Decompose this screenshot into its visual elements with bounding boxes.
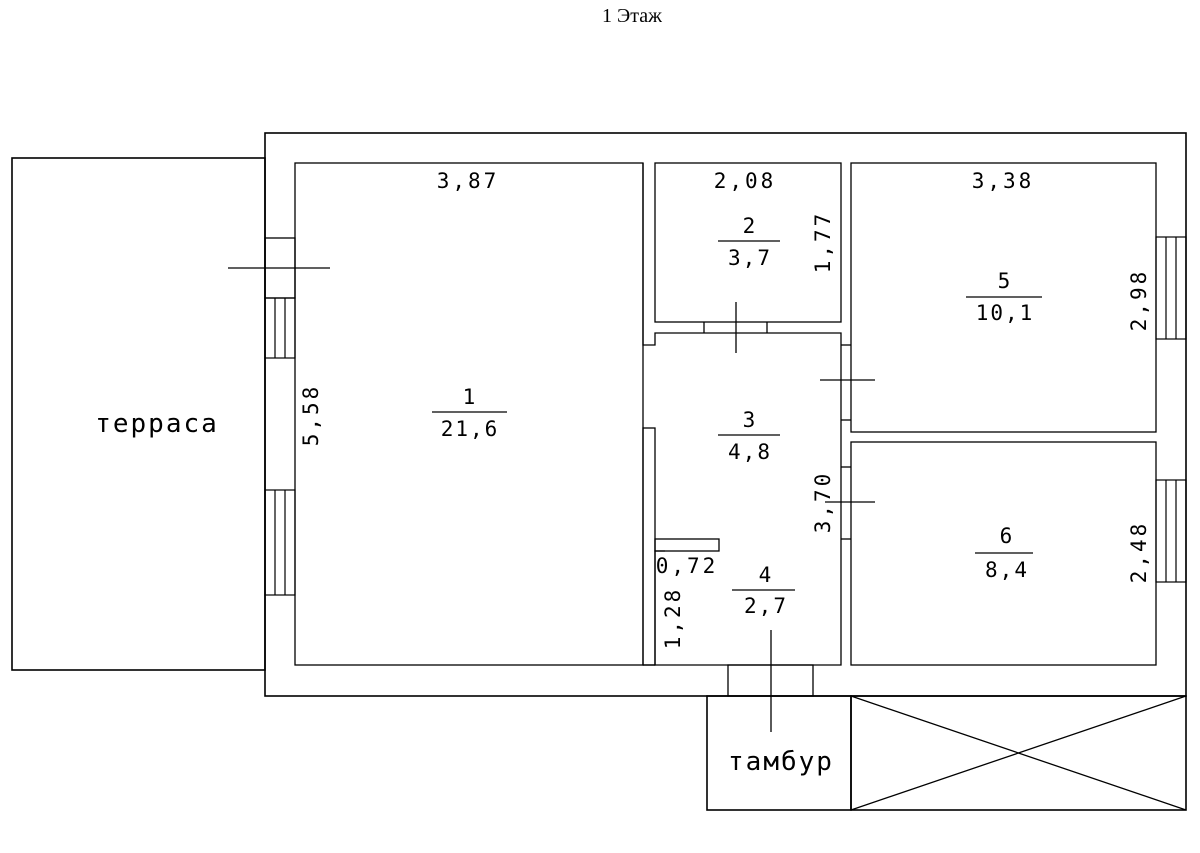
room-2-area: 3,7 (728, 246, 772, 270)
dim-room5-height: 2,98 (1127, 269, 1151, 332)
room-6-area: 8,4 (985, 558, 1029, 582)
room-4-number: 4 (759, 563, 774, 587)
dim-room6-height: 2,48 (1127, 521, 1151, 584)
room-1-number: 1 (463, 385, 478, 409)
crossed-area (850, 695, 1187, 811)
vestibule-label: тамбур (728, 747, 834, 777)
room-3-number: 3 (743, 408, 758, 432)
dim-room3-height: 3,70 (811, 471, 835, 534)
floor-title: 1 Этаж (602, 5, 662, 27)
room-label-5: 5 10,1 (966, 269, 1042, 325)
dim-room5-width: 3,38 (972, 169, 1035, 193)
room-1 (294, 162, 644, 666)
room-1-area: 21,6 (441, 417, 500, 441)
room-4-area: 2,7 (744, 594, 788, 618)
terrace (11, 157, 266, 671)
dim-room4-width: 0,72 (656, 554, 719, 578)
windows (264, 236, 1187, 596)
room-3-area: 4,8 (728, 440, 772, 464)
room-label-4: 4 2,7 (732, 563, 795, 618)
dim-room2-width: 2,08 (714, 169, 777, 193)
dim-room2-height: 1,77 (811, 211, 835, 274)
room-label-1: 1 21,6 (432, 385, 507, 441)
terrace-label: терраса (95, 409, 219, 439)
room-6-number: 6 (1000, 524, 1015, 548)
room-2 (654, 162, 842, 323)
interior-partitions (642, 163, 842, 666)
room-2-number: 2 (743, 214, 758, 238)
doors (228, 237, 875, 732)
room-5-area: 10,1 (976, 301, 1035, 325)
dim-room4-height: 1,28 (661, 587, 685, 650)
dim-room1-width: 3,87 (437, 169, 500, 193)
room-5-number: 5 (998, 269, 1013, 293)
outer-wall (264, 132, 1187, 697)
dim-room1-height: 5,58 (299, 384, 323, 447)
room-label-3: 3 4,8 (718, 408, 780, 464)
room-label-6: 6 8,4 (975, 524, 1033, 582)
room-label-2: 2 3,7 (718, 214, 780, 270)
